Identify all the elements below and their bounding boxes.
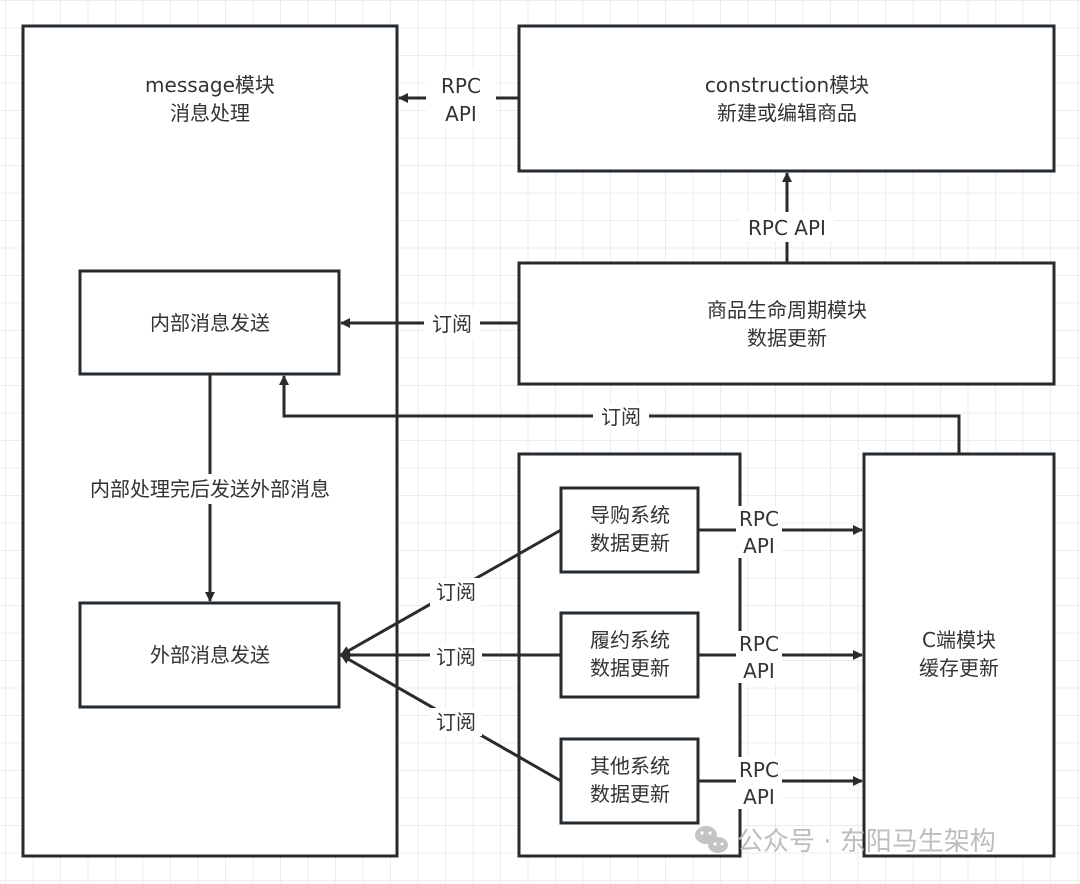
message-module-subtitle: 消息处理 (170, 101, 250, 125)
internal-send-label: 内部消息发送 (150, 311, 270, 335)
shopping-guide-title: 导购系统 (590, 503, 670, 527)
svg-text:RPC: RPC (441, 74, 481, 98)
external-send-label: 外部消息发送 (150, 643, 270, 667)
edge-internal-to-external: 内部处理完后发送外部消息 (74, 374, 346, 602)
svg-text:API: API (743, 659, 775, 683)
fulfillment-subtitle: 数据更新 (590, 656, 670, 680)
edge-guide-to-external: 订阅 (340, 528, 562, 657)
edge-c-end-to-internal: 订阅 (279, 375, 961, 454)
edge-other-to-c-end: RPC API (698, 757, 863, 809)
svg-text:订阅: 订阅 (432, 312, 472, 336)
shopping-guide-subtitle: 数据更新 (590, 531, 670, 555)
svg-text:内部处理完后发送外部消息: 内部处理完后发送外部消息 (90, 477, 330, 501)
svg-text:API: API (743, 534, 775, 558)
edge-other-to-external: 订阅 (340, 653, 562, 783)
svg-text:订阅: 订阅 (436, 645, 476, 669)
svg-text:订阅: 订阅 (601, 405, 641, 429)
message-module-title: message模块 (145, 73, 275, 97)
construction-module-title: construction模块 (705, 73, 869, 97)
edge-lifecycle-to-construction: RPC API (740, 172, 834, 263)
lifecycle-module-node[interactable]: 商品生命周期模块 数据更新 (517, 261, 1056, 386)
lifecycle-module-title: 商品生命周期模块 (707, 298, 867, 322)
svg-text:订阅: 订阅 (436, 710, 476, 734)
svg-text:RPC API: RPC API (748, 216, 826, 240)
c-end-module-title: C端模块 (922, 628, 996, 652)
lifecycle-module-subtitle: 数据更新 (747, 326, 827, 350)
watermark: 公众号 · 东阳马生架构 (695, 826, 996, 857)
fulfillment-node[interactable]: 履约系统 数据更新 (559, 611, 700, 699)
svg-text:订阅: 订阅 (436, 580, 476, 604)
svg-text:RPC: RPC (739, 758, 779, 782)
fulfillment-title: 履约系统 (590, 628, 670, 652)
edge-guide-to-c-end: RPC API (698, 506, 863, 558)
other-system-subtitle: 数据更新 (590, 782, 670, 806)
svg-text:API: API (445, 102, 477, 126)
construction-module-subtitle: 新建或编辑商品 (717, 101, 857, 125)
other-system-title: 其他系统 (590, 754, 670, 778)
c-end-module-subtitle: 缓存更新 (919, 656, 999, 680)
internal-send-node[interactable]: 内部消息发送 (78, 269, 341, 376)
shopping-guide-node[interactable]: 导购系统 数据更新 (559, 486, 700, 574)
construction-module-node[interactable]: construction模块 新建或编辑商品 (517, 24, 1056, 173)
edge-fulfillment-to-external: 订阅 (340, 643, 561, 671)
edge-lifecycle-to-internal: 订阅 (340, 310, 519, 338)
edge-fulfillment-to-c-end: RPC API (698, 631, 863, 683)
svg-text:RPC: RPC (739, 632, 779, 656)
wechat-icon (695, 826, 728, 853)
svg-text:RPC: RPC (739, 507, 779, 531)
watermark-text: 公众号 · 东阳马生架构 (737, 827, 996, 857)
c-end-module-node[interactable]: C端模块 缓存更新 (862, 452, 1056, 858)
other-system-node[interactable]: 其他系统 数据更新 (559, 737, 700, 825)
svg-text:API: API (743, 785, 775, 809)
external-send-node[interactable]: 外部消息发送 (78, 601, 341, 709)
edge-construction-to-message: RPC API (398, 70, 519, 128)
